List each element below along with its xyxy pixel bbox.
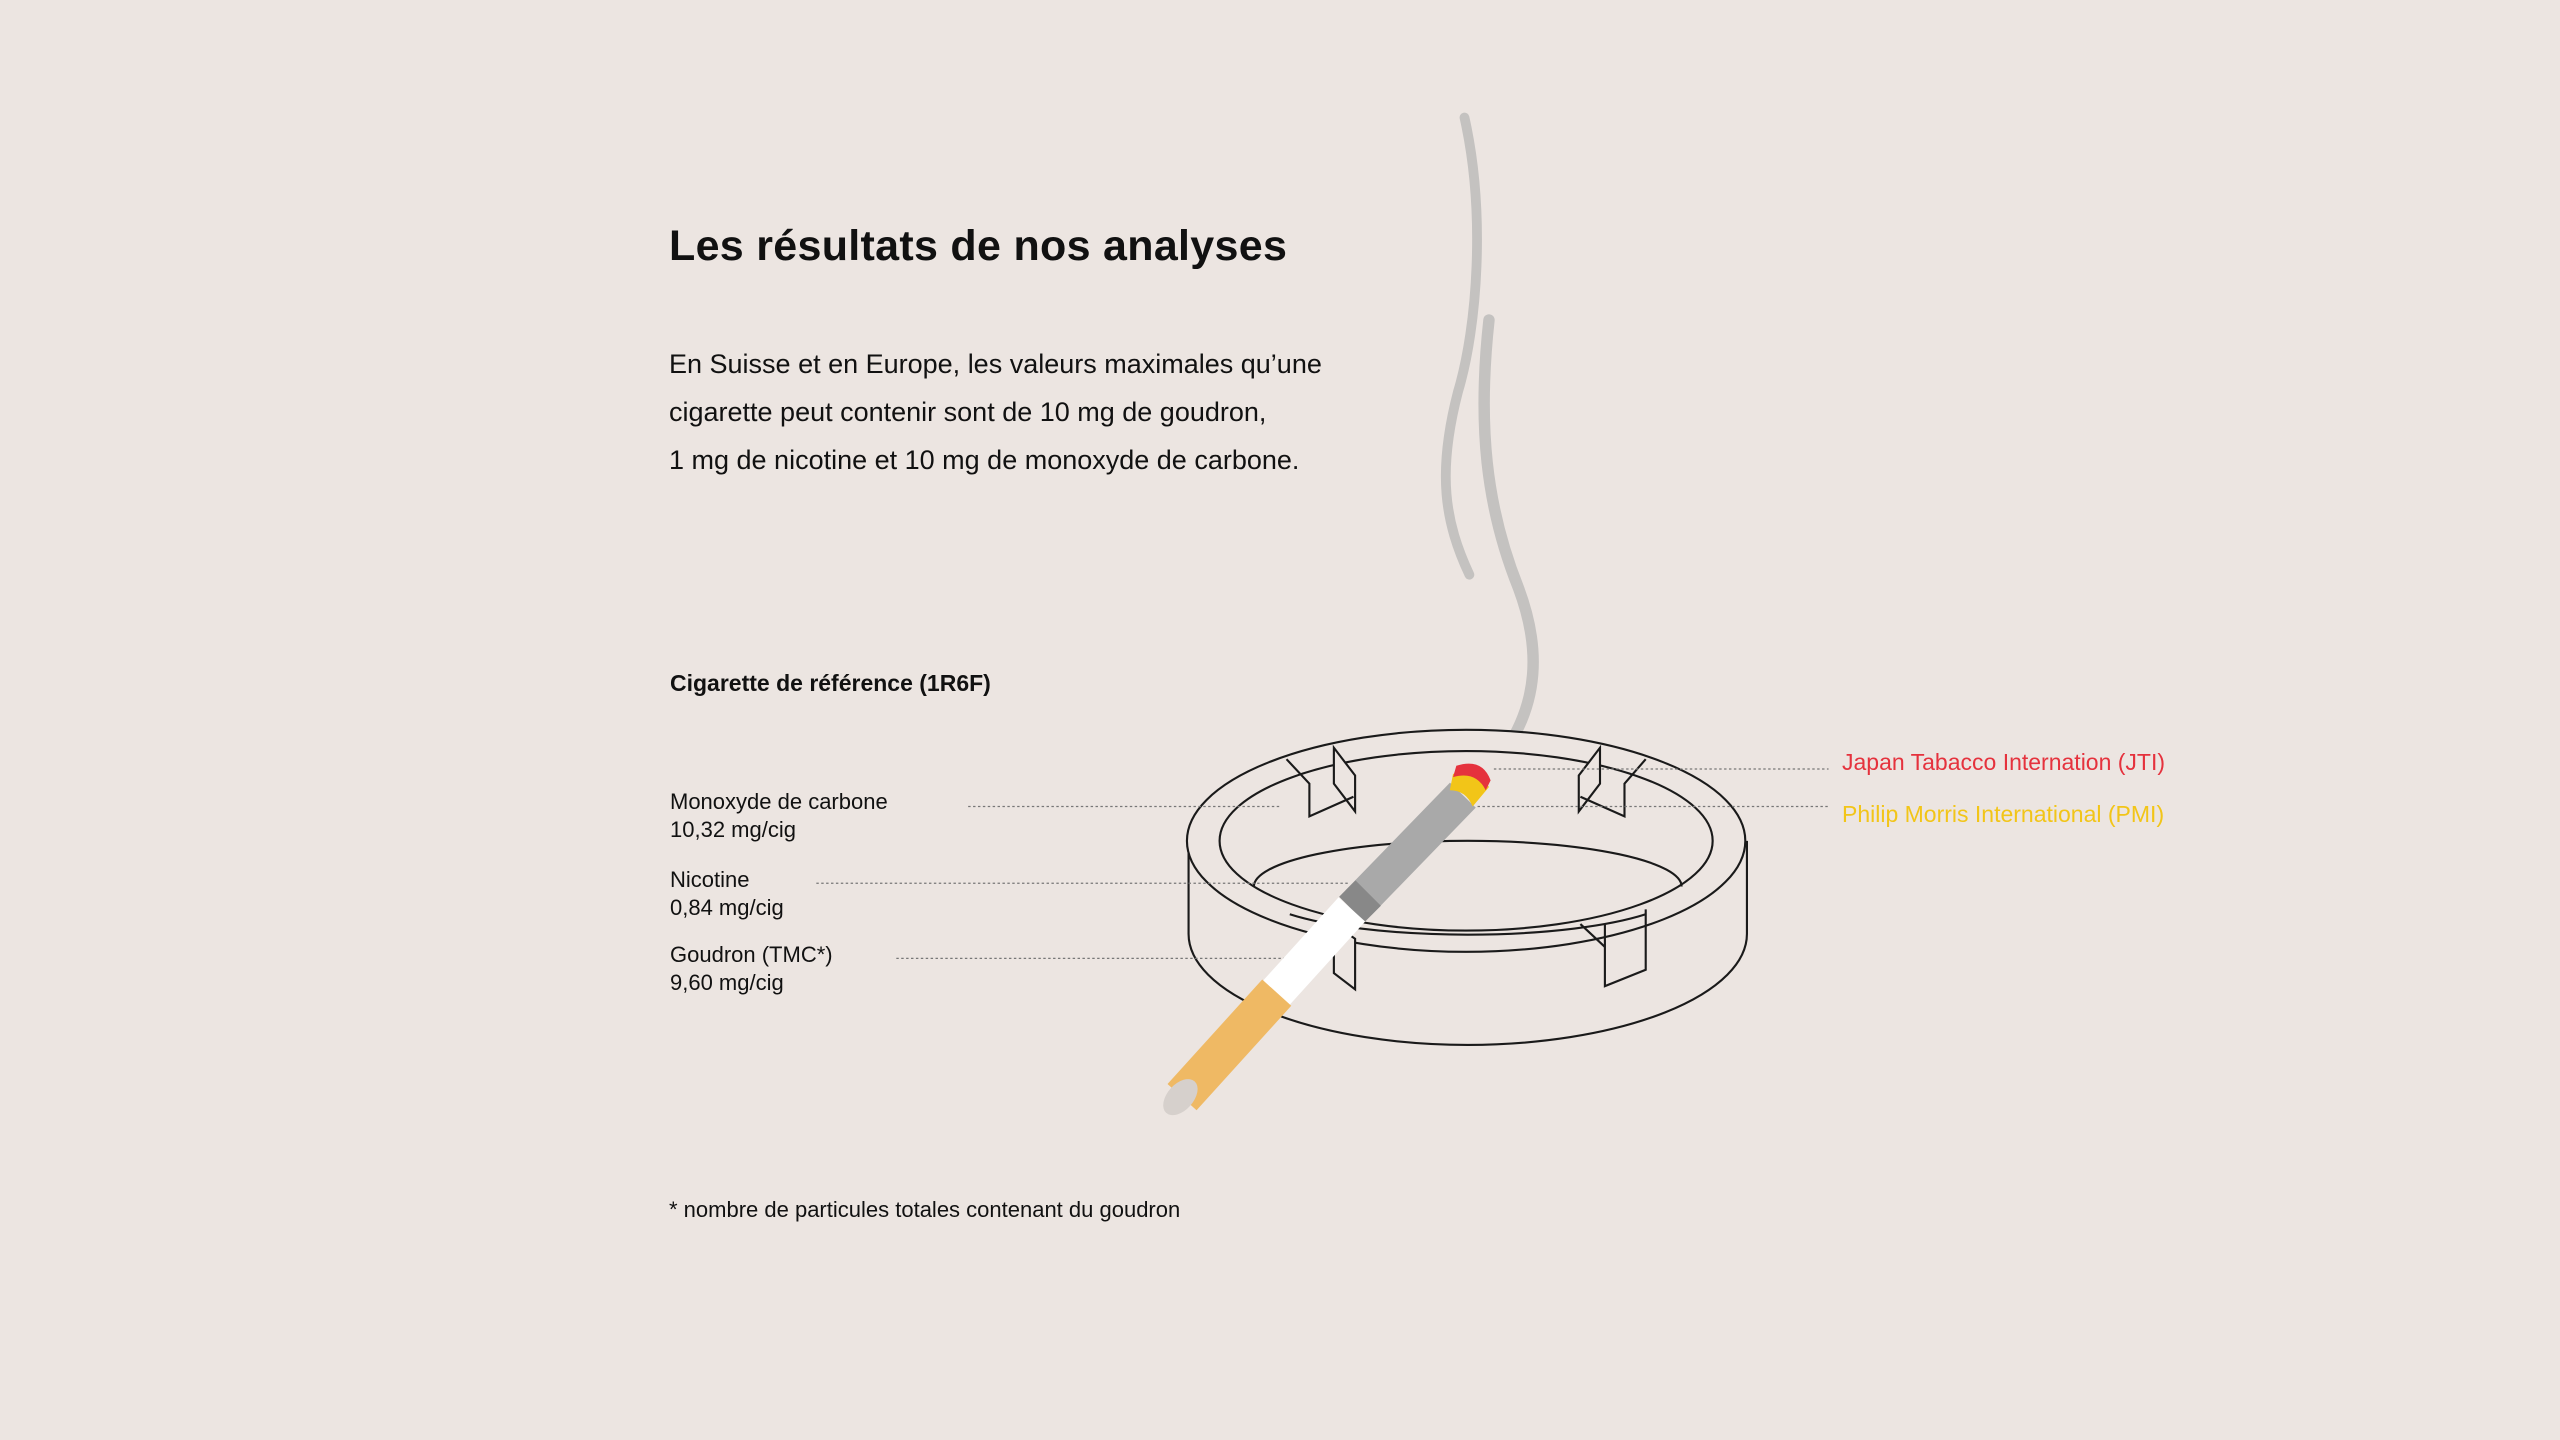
measure-value: 9,60 mg/cig: [670, 970, 784, 995]
legend-pmi: Philip Morris International (PMI): [1842, 801, 2165, 827]
cigarette-icon: [1163, 763, 1491, 1116]
intro-line: cigarette peut contenir sont de 10 mg de…: [669, 397, 1267, 427]
measure-value: 0,84 mg/cig: [670, 895, 784, 920]
measure-name: Monoxyde de carbone: [670, 789, 888, 814]
page-title: Les résultats de nos analyses: [669, 222, 1288, 270]
measure-name: Goudron (TMC*): [670, 942, 833, 967]
reference-heading: Cigarette de référence (1R6F): [670, 670, 991, 696]
smoke-icon: [1440, 112, 1539, 749]
intro-paragraph: En Suisse et en Europe, les valeurs maxi…: [669, 340, 1322, 484]
intro-line: En Suisse et en Europe, les valeurs maxi…: [669, 349, 1322, 379]
measure-carbon-monoxide: Monoxyde de carbone 10,32 mg/cig: [670, 788, 888, 844]
intro-line: 1 mg de nicotine et 10 mg de monoxyde de…: [669, 445, 1300, 475]
leader-lines: [816, 768, 1829, 960]
measure-name: Nicotine: [670, 867, 750, 892]
footnote: * nombre de particules totales contenant…: [669, 1197, 1181, 1222]
measure-value: 10,32 mg/cig: [670, 817, 796, 842]
legend-jti: Japan Tabacco Internation (JTI): [1842, 749, 2166, 775]
measure-nicotine: Nicotine 0,84 mg/cig: [670, 866, 784, 922]
measure-tar: Goudron (TMC*) 9,60 mg/cig: [670, 941, 833, 997]
